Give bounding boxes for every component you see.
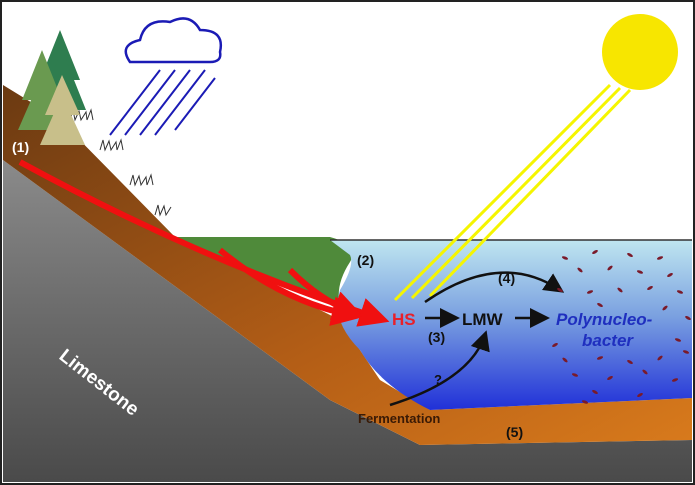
limestone-bedrock: [3, 160, 692, 482]
bacterium-cell: [647, 285, 653, 291]
bacterium-cell: [607, 265, 613, 271]
bacterium-cell: [557, 287, 563, 293]
bacterium-cell: [667, 272, 673, 278]
sun-icon: [602, 14, 678, 90]
bacterium-cell: [586, 290, 594, 294]
bacterium-cell: [592, 249, 598, 255]
lake-water: [330, 240, 692, 410]
bacterium-cell: [607, 375, 613, 381]
soil-layer: [3, 85, 692, 445]
label-step4: (4): [498, 270, 515, 286]
process-arrows: [389, 271, 565, 407]
bacterium-cell: [627, 359, 633, 365]
label-lmw: LMW: [462, 310, 504, 329]
bacterium-cell: [642, 369, 648, 375]
bacterium-cell: [636, 270, 644, 274]
label-step2: (2): [357, 252, 374, 268]
bacteria-cells: [552, 249, 691, 404]
bacterium-cell: [627, 252, 633, 258]
bacterium-cell: [637, 392, 643, 398]
label-organism-line1: Polynucleo-: [556, 310, 653, 329]
bacterium-cell: [676, 290, 684, 294]
cloud-icon: [124, 17, 223, 64]
label-fermentation: Fermentation: [358, 411, 440, 426]
sunlight-rays: [393, 83, 632, 302]
bacterium-cell: [662, 305, 668, 311]
bacterium-cell: [617, 287, 623, 293]
bacterium-cell: [674, 338, 682, 342]
bacterium-cell: [577, 267, 583, 273]
bacterium-cell: [596, 356, 604, 360]
bacterium-cell: [671, 378, 679, 382]
rain-icon: [109, 69, 216, 136]
label-unknown: ?: [434, 372, 442, 387]
trees-icon: [18, 30, 86, 145]
bacterium-cell: [592, 389, 598, 395]
bacterium-cell: [562, 357, 568, 363]
label-step5: (5): [506, 424, 523, 440]
grass: [69, 108, 172, 217]
bacterium-cell: [657, 355, 663, 361]
label-step1: (1): [12, 139, 29, 155]
bacterium-cell: [597, 302, 603, 308]
bacterium-cell: [561, 256, 569, 260]
doc-flow-arrows: [18, 159, 390, 327]
label-organism-line2: bacter: [582, 331, 634, 350]
bacterium-cell: [685, 315, 691, 321]
bacterium-cell: [656, 256, 664, 260]
bacterium-cell: [571, 373, 579, 377]
label-hs: HS: [392, 310, 416, 329]
bacterium-cell: [581, 400, 589, 404]
bacterium-cell: [552, 342, 558, 348]
label-step3: (3): [428, 329, 445, 345]
bacterium-cell: [682, 350, 690, 354]
